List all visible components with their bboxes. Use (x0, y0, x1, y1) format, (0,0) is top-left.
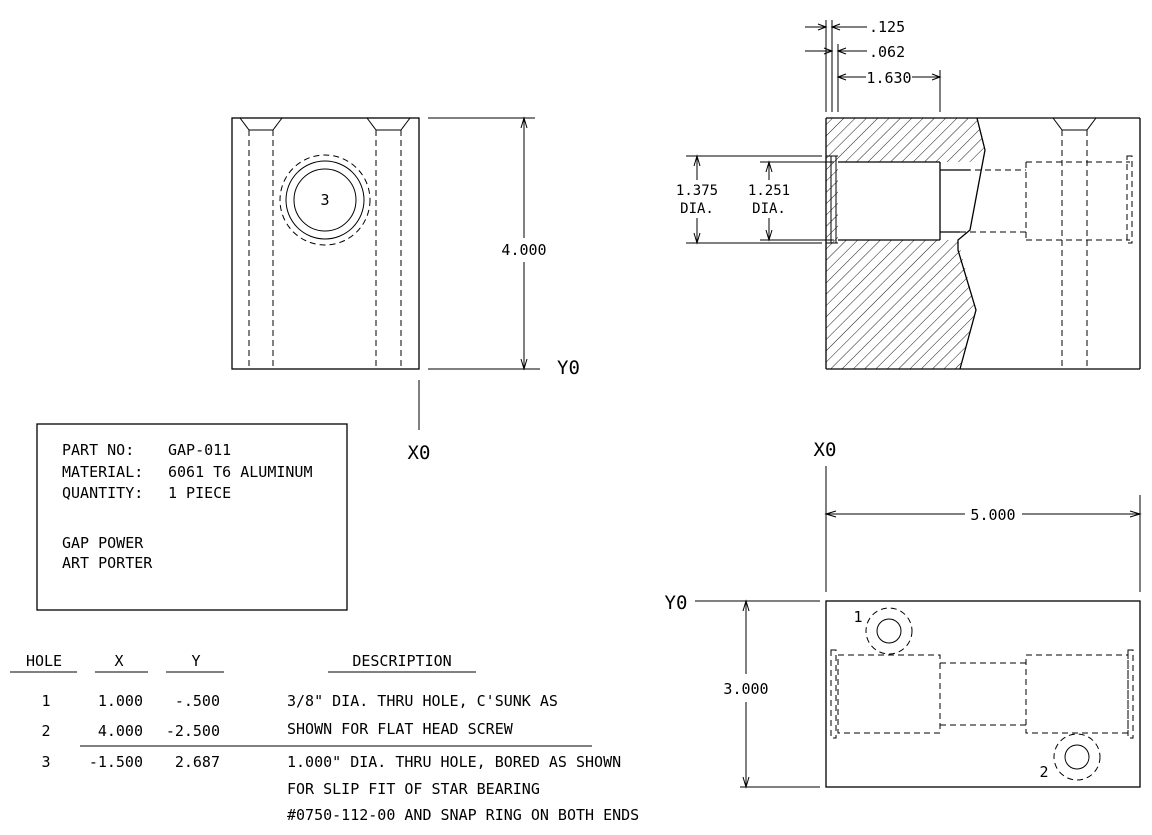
section-diameter-dimensions: 1.375 DIA. 1.251 DIA. (676, 154, 834, 245)
header-y: Y (191, 652, 200, 670)
front-y0-label: Y0 (557, 357, 580, 379)
top-view-outline (825, 600, 1141, 788)
outer-dia-value: 1.375 (676, 183, 718, 199)
top-hole-1: 1 (853, 607, 913, 655)
designer-name: ART PORTER (62, 554, 153, 572)
top-width-value: 5.000 (970, 506, 1015, 524)
break-line (957, 117, 986, 370)
section-hidden-lines (960, 117, 1133, 369)
dim-125: .125 (869, 18, 905, 36)
hole-3-label: 3 (320, 191, 329, 209)
row-3-y: 2.687 (175, 753, 220, 771)
top-depth-value: 3.000 (723, 680, 768, 698)
top-x0-label: X0 (814, 439, 837, 461)
inner-dia-unit: DIA. (752, 201, 786, 217)
front-height-dimension: 4.000 (428, 116, 547, 371)
section-top-dimensions: .125 .062 1.630 (805, 18, 942, 112)
dim-062: .062 (869, 43, 905, 61)
header-description: DESCRIPTION (352, 652, 451, 670)
header-x: X (114, 652, 123, 670)
row-1-y: -.500 (175, 692, 220, 710)
top-hole-1-label: 1 (853, 608, 862, 626)
info-box: PART NO: GAP-011 MATERIAL: 6061 T6 ALUMI… (36, 423, 348, 611)
table-row: 3 -1.500 2.687 1.000" DIA. THRU HOLE, BO… (41, 753, 639, 824)
top-y0-label: Y0 (665, 592, 688, 614)
table-row: 2 4.000 -2.500 (41, 722, 220, 740)
front-view-screw-holes (239, 117, 411, 369)
row-1-x: 1.000 (98, 692, 143, 710)
top-view-hidden-bore (830, 649, 1134, 739)
dim-1630: 1.630 (866, 69, 911, 87)
row-1-hole: 1 (41, 692, 50, 710)
row-1-desc-2: SHOWN FOR FLAT HEAD SCREW (287, 720, 514, 738)
row-3-x: -1.500 (89, 753, 143, 771)
material-label: MATERIAL: (62, 463, 143, 481)
material-value: 6061 T6 ALUMINUM (168, 463, 313, 481)
hole-table: HOLE X Y DESCRIPTION 1 1.000 -.500 3/8" … (10, 652, 639, 824)
quantity-value: 1 PIECE (168, 484, 231, 502)
table-row: 1 1.000 -.500 3/8" DIA. THRU HOLE, C'SUN… (41, 692, 557, 738)
front-view: 3 4.000 Y0 X0 (231, 116, 580, 464)
row-2-y: -2.500 (166, 722, 220, 740)
quantity-label: QUANTITY: (62, 484, 143, 502)
row-2-hole: 2 (41, 722, 50, 740)
hole-3-bore: 3 (279, 154, 371, 246)
part-no-label: PART NO: (62, 441, 134, 459)
info-box-border (36, 423, 348, 611)
inner-dia-value: 1.251 (748, 183, 790, 199)
row-3-desc-3: #0750-112-00 AND SNAP RING ON BOTH ENDS (287, 806, 639, 824)
row-1-desc-1: 3/8" DIA. THRU HOLE, C'SUNK AS (287, 692, 558, 710)
top-view: X0 5.000 Y0 3.000 1 (665, 439, 1142, 789)
section-hatch (826, 118, 985, 369)
top-hole-2: 2 (1039, 733, 1101, 781)
outer-dia-unit: DIA. (680, 201, 714, 217)
company-name: GAP POWER (62, 534, 144, 552)
row-2-x: 4.000 (98, 722, 143, 740)
row-3-desc-2: FOR SLIP FIT OF STAR BEARING (287, 780, 540, 798)
header-hole: HOLE (26, 652, 62, 670)
section-view: .125 .062 1.630 1.375 DIA. (676, 18, 1141, 370)
row-3-desc-1: 1.000" DIA. THRU HOLE, BORED AS SHOWN (287, 753, 621, 771)
row-3-hole: 3 (41, 753, 50, 771)
front-view-outline (231, 117, 420, 370)
front-x0-label: X0 (408, 442, 431, 464)
top-hole-2-label: 2 (1039, 763, 1048, 781)
front-height-value: 4.000 (501, 241, 546, 259)
part-no-value: GAP-011 (168, 441, 231, 459)
